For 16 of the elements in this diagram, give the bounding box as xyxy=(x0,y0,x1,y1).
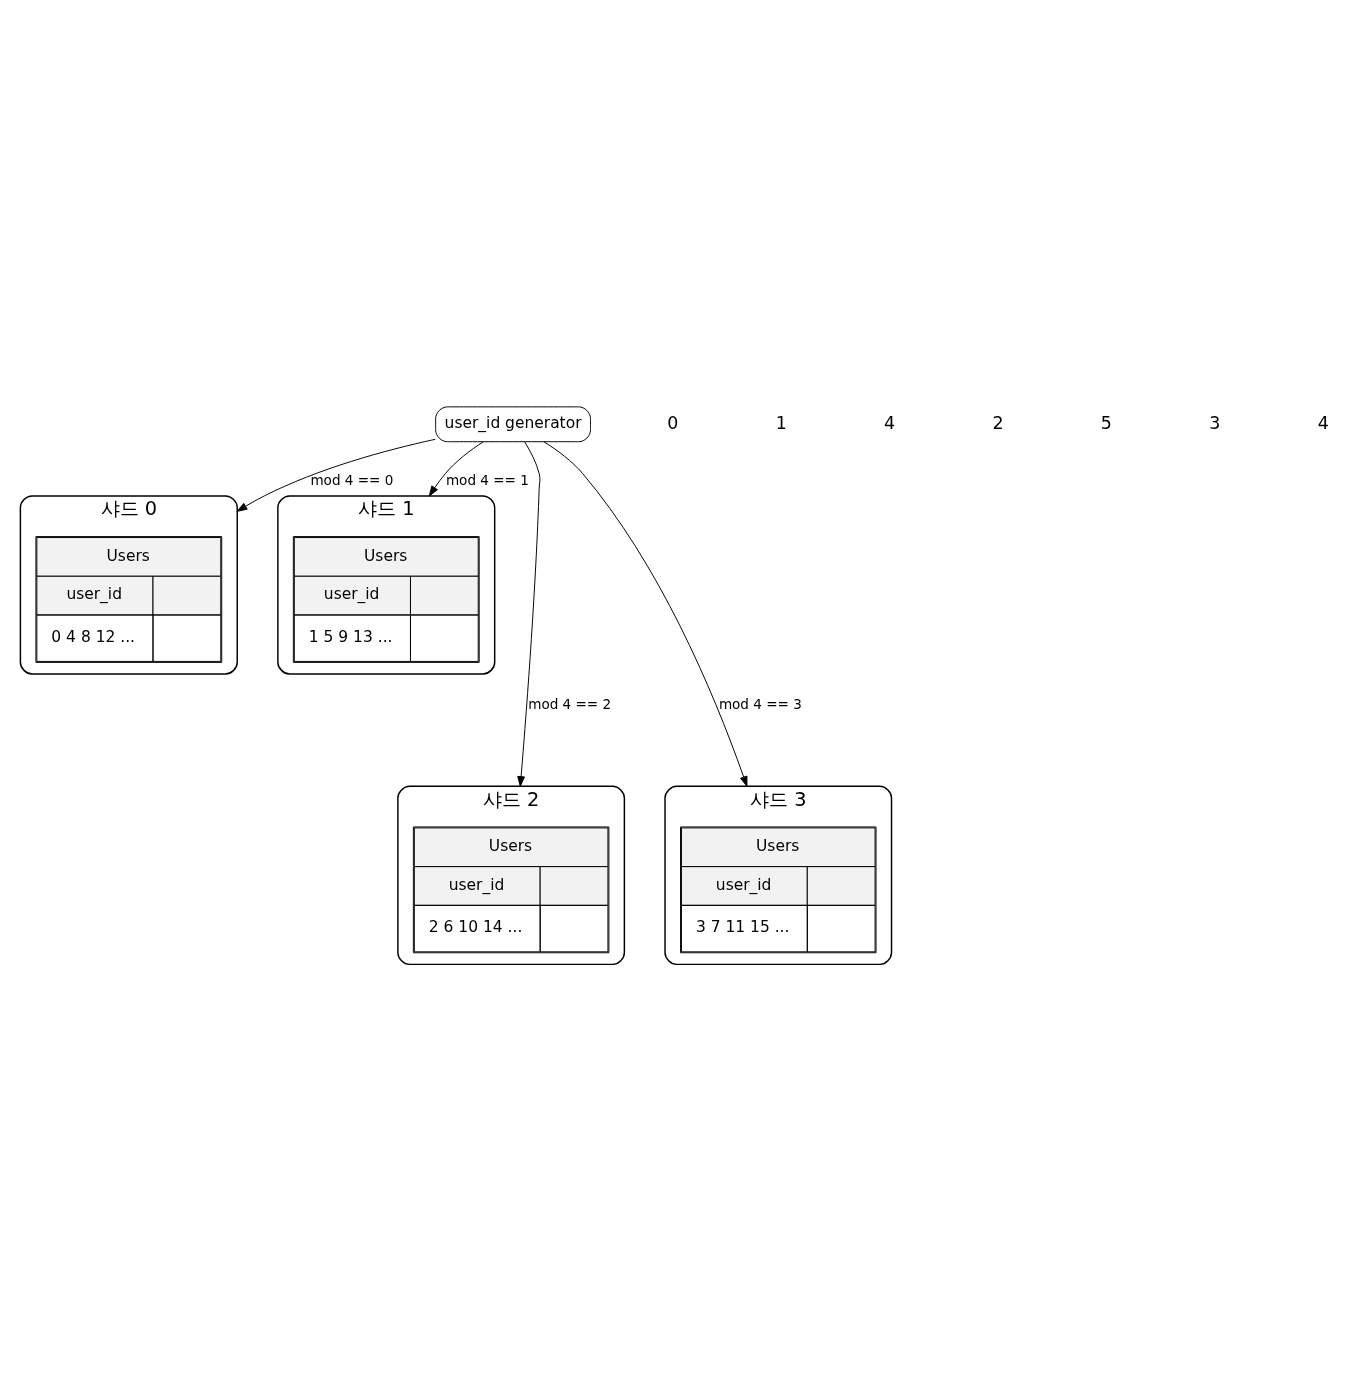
label: 1 xyxy=(775,412,787,433)
arrow xyxy=(236,438,436,512)
edge-label: mod 4 == 2 xyxy=(528,695,612,712)
edge-label: mod 4 == 3 xyxy=(718,695,802,712)
edge-label: mod 4 == 0 xyxy=(310,471,394,487)
node-box: user_id generator xyxy=(435,405,591,442)
arrow xyxy=(517,440,541,787)
label: 4 xyxy=(884,412,896,433)
arrow xyxy=(428,440,484,496)
label: 4 xyxy=(1317,412,1329,433)
label: 3 xyxy=(1209,412,1221,433)
label: 0 xyxy=(667,412,679,433)
edge-label: mod 4 == 1 xyxy=(445,471,529,487)
label: 2 xyxy=(992,412,1004,433)
arrow xyxy=(543,440,748,787)
label: 5 xyxy=(1100,412,1112,433)
